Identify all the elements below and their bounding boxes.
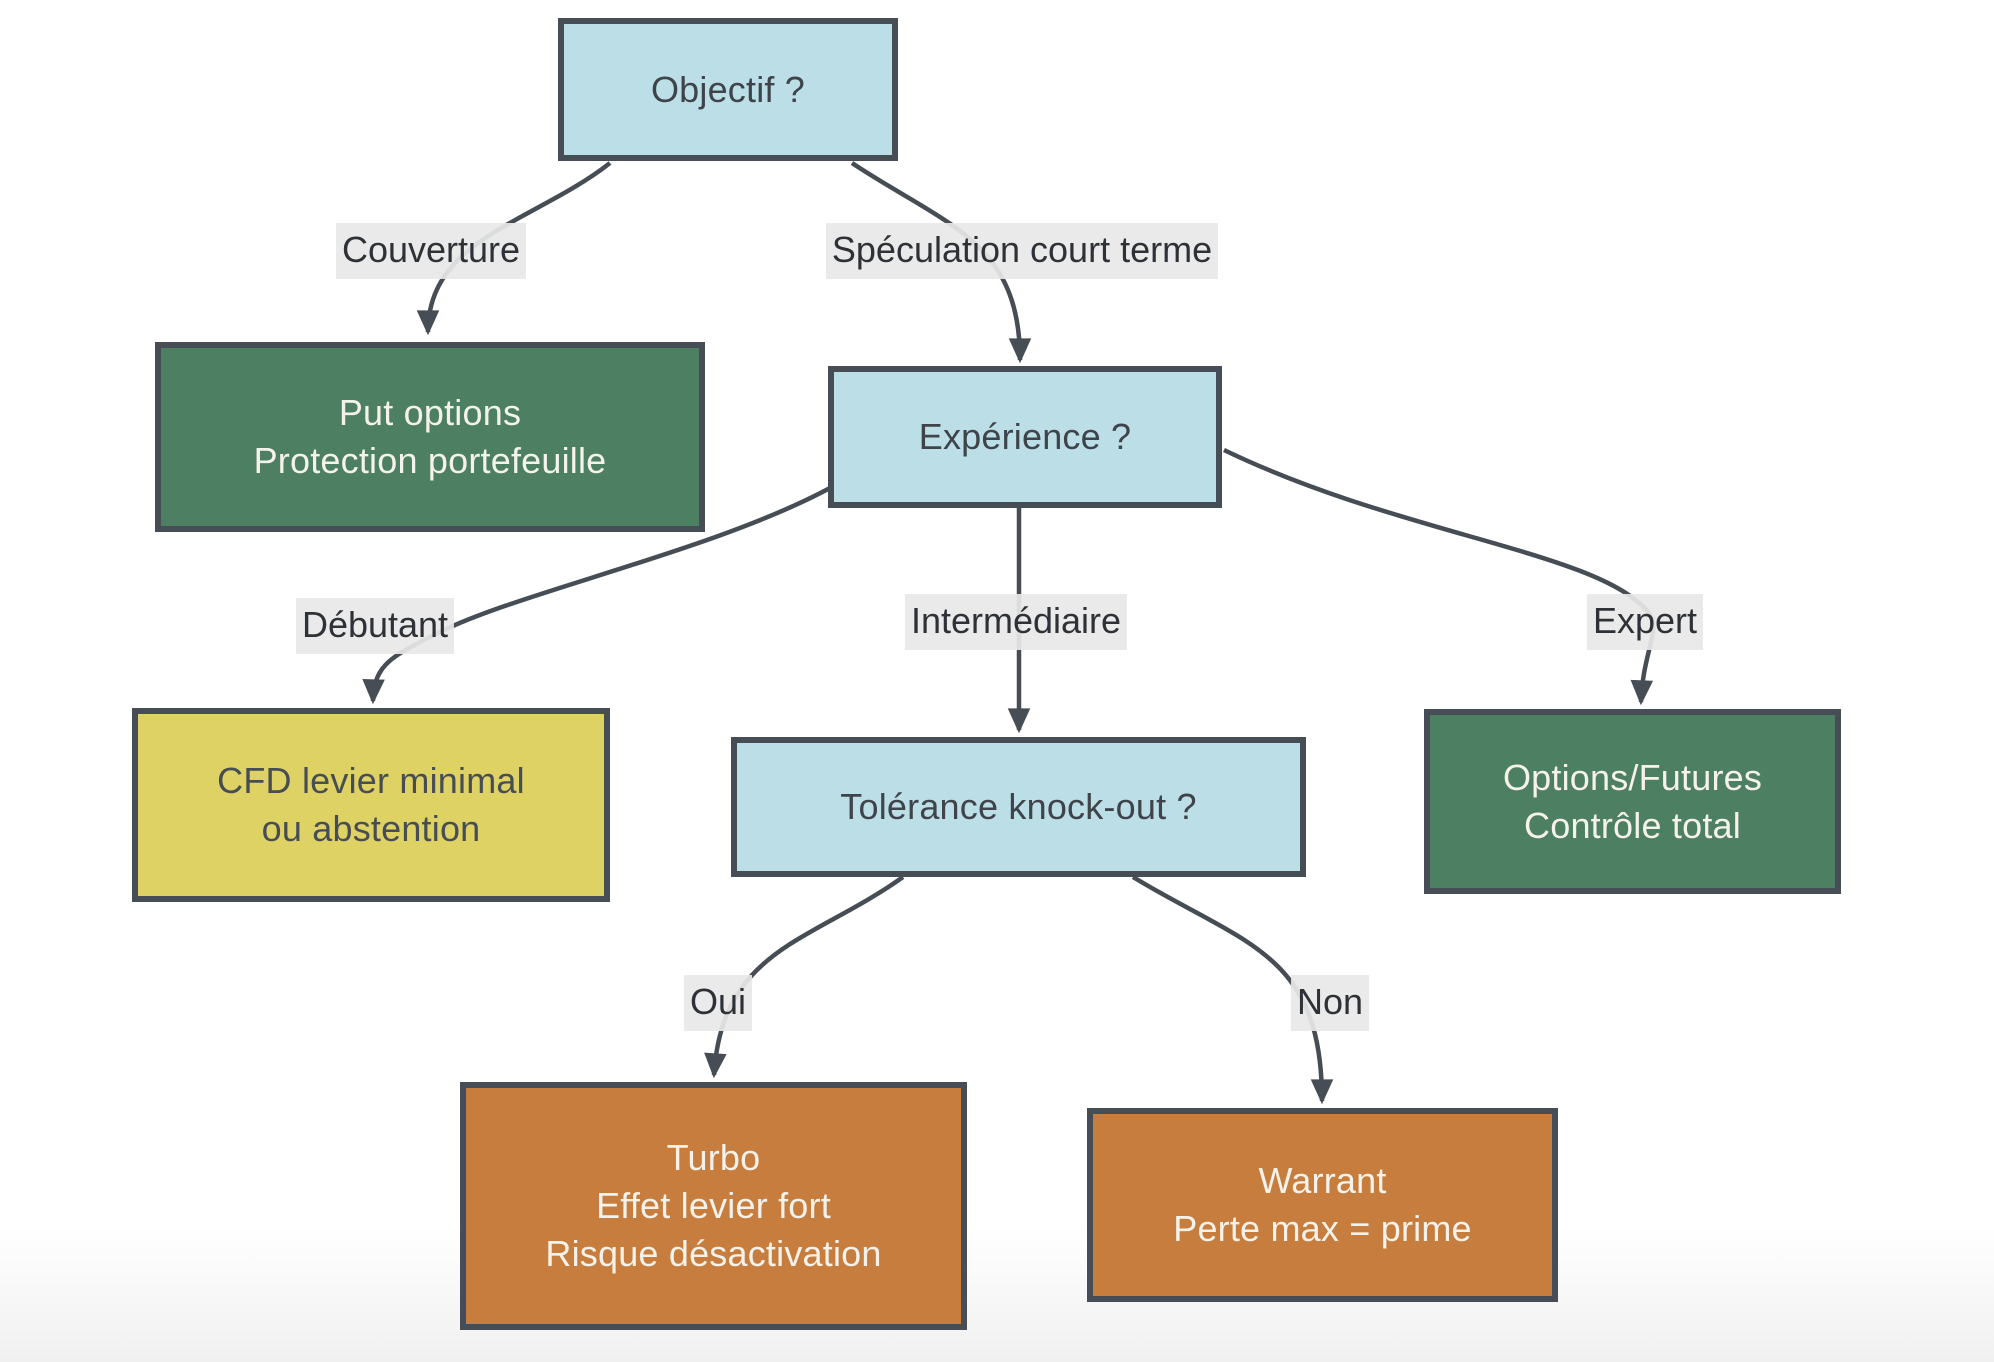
node-turbo-line2: Effet levier fort xyxy=(596,1185,831,1227)
edge-experience-cfd xyxy=(362,486,832,705)
edge-label-debutant: Débutant xyxy=(295,598,455,654)
node-cfd: CFD levier minimal ou abstention xyxy=(132,708,610,902)
edge-label-speculation: Spéculation court terme xyxy=(825,223,1219,279)
node-cfd-line1: CFD levier minimal xyxy=(217,760,525,802)
edge-label-oui: Oui xyxy=(683,975,753,1031)
edge-label-couverture: Couverture xyxy=(335,223,527,279)
node-objectif: Objectif ? xyxy=(558,18,898,161)
edge-label-expert: Expert xyxy=(1586,594,1704,650)
edge-label-non: Non xyxy=(1290,975,1370,1031)
node-warrant-line1: Warrant xyxy=(1258,1160,1387,1202)
edge-label-intermediaire: Intermédiaire xyxy=(904,594,1128,650)
node-warrant: Warrant Perte max = prime xyxy=(1087,1108,1558,1302)
node-tolerance-label: Tolérance knock-out ? xyxy=(840,786,1197,828)
node-put-options: Put options Protection portefeuille xyxy=(155,342,705,532)
node-put-options-line2: Protection portefeuille xyxy=(253,440,607,481)
node-options-futures-line2: Contrôle total xyxy=(1524,804,1741,846)
node-put-options-line1: Put options xyxy=(338,392,522,434)
edge-tolerance-warrant xyxy=(1131,875,1334,1105)
node-objectif-label: Objectif ? xyxy=(650,68,806,110)
node-experience: Expérience ? xyxy=(828,366,1222,508)
node-turbo-line1: Turbo xyxy=(666,1137,761,1179)
node-options-futures: Options/Futures Contrôle total xyxy=(1424,709,1841,894)
node-options-futures-line1: Options/Futures xyxy=(1502,756,1763,798)
node-experience-label: Expérience ? xyxy=(918,416,1132,458)
edge-experience-options-futures xyxy=(1223,447,1656,706)
node-cfd-line2: ou abstention xyxy=(261,808,481,849)
node-turbo: Turbo Effet levier fort Risque désactiva… xyxy=(460,1082,967,1330)
node-warrant-line2: Perte max = prime xyxy=(1173,1208,1472,1249)
node-turbo-line3: Risque désactivation xyxy=(545,1232,882,1274)
node-tolerance: Tolérance knock-out ? xyxy=(731,737,1306,877)
